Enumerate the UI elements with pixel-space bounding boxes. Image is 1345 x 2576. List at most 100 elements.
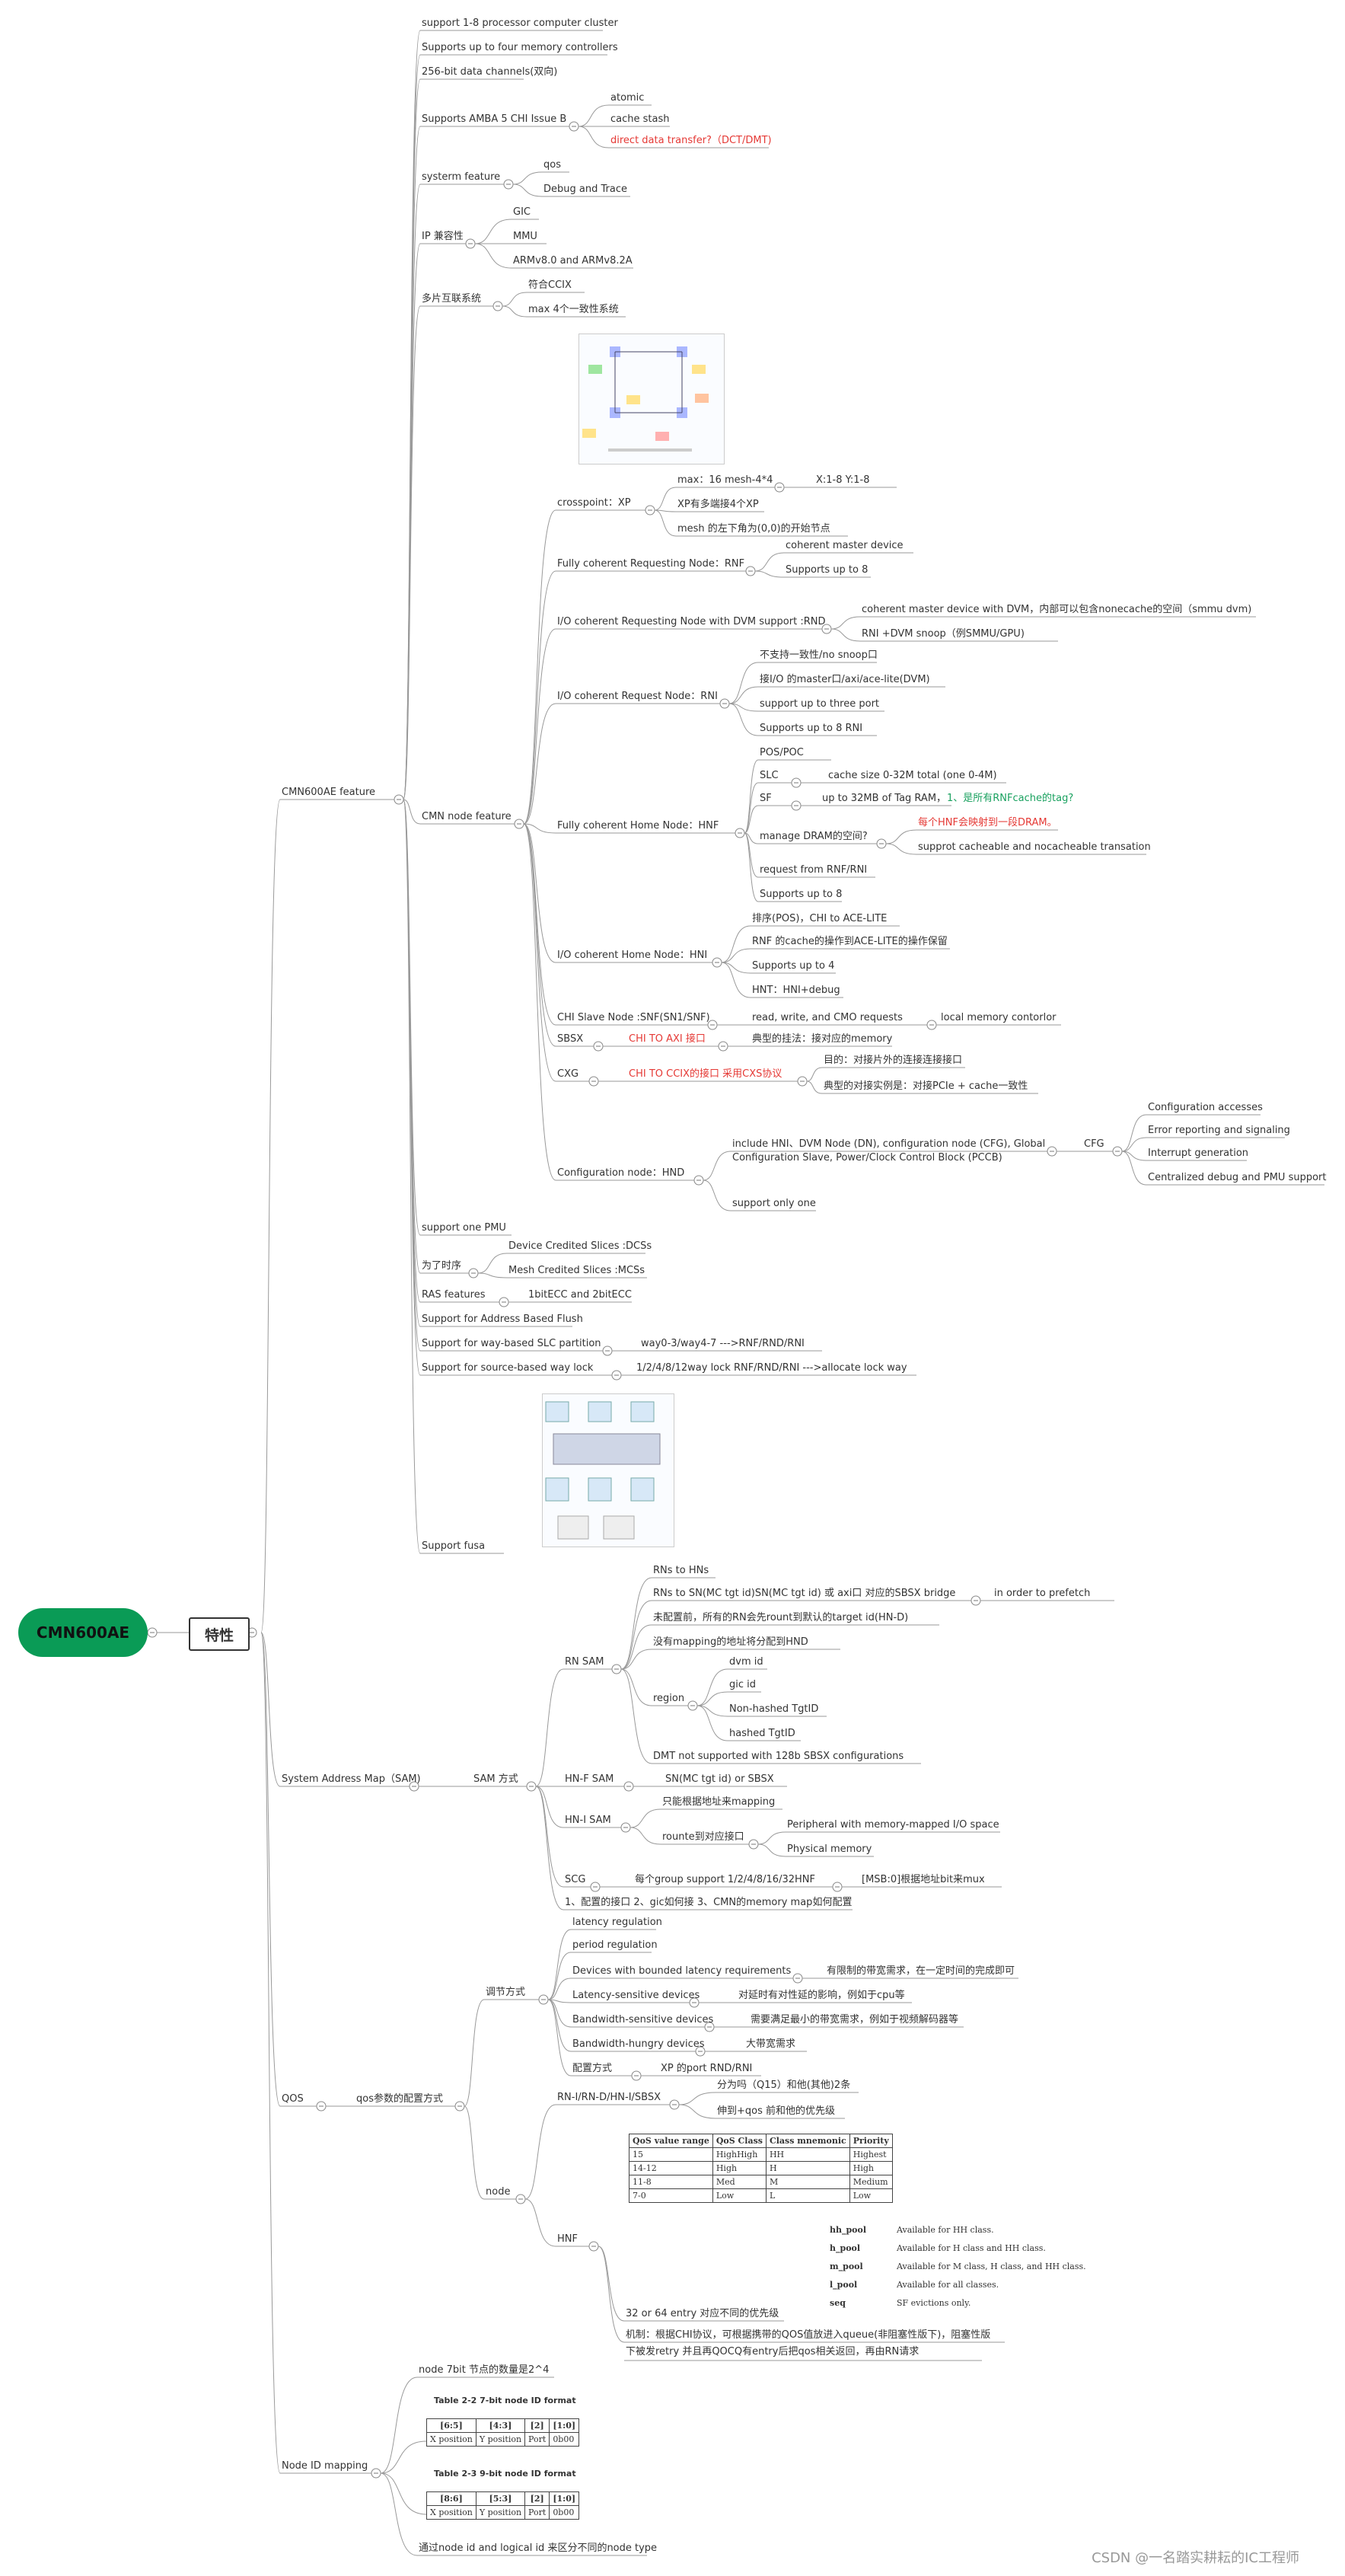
qos-cfg[interactable]: qos参数的配置方式 — [356, 2093, 443, 2105]
ip-gic[interactable]: GIC — [513, 206, 531, 218]
qos-reg-child[interactable]: 配置方式 — [572, 2063, 613, 2074]
feature-item[interactable]: IP 兼容性 — [422, 231, 464, 242]
nodeid-c2[interactable]: 通过node id and logical id 来区分不同的node type — [419, 2542, 658, 2554]
qos-hnf-c2[interactable]: 下被发retry 并且再QOCQ有entry后把qos相关返回，再由RN请求 — [626, 2346, 920, 2357]
hnd-c1[interactable]: include HNI、DVM Node (DN), configuration… — [732, 1138, 1046, 1150]
hni-child[interactable]: Supports up to 4 — [752, 960, 835, 972]
qos-reg-child[interactable]: Devices with bounded latency requirement… — [572, 1965, 792, 1977]
nodeid-c1[interactable]: node 7bit 节点的数量是2^4 — [419, 2364, 550, 2376]
qos-reg-child[interactable]: Latency-sensitive devices — [572, 1990, 700, 2001]
feature-item[interactable]: Supports AMBA 5 CHI Issue B — [422, 113, 567, 125]
qos-reg-cc0[interactable]: 有限制的带宽需求，在一定时间的完成即可 — [827, 1965, 1015, 1977]
xp-multi[interactable]: XP有多端接4个XP — [677, 499, 759, 510]
branch-node-id-mapping[interactable]: Node ID mapping — [282, 2460, 368, 2472]
qos-rn[interactable]: RN-I/RN-D/HN-I/SBSX — [557, 2092, 661, 2103]
hnd-cfg[interactable]: CFG — [1084, 1138, 1104, 1150]
feature-item[interactable]: systerm feature — [422, 171, 501, 183]
qos-reg-child[interactable]: latency regulation — [572, 1917, 662, 1928]
feature-tail-item[interactable]: Support for way-based SLC partition — [422, 1338, 601, 1349]
rni-c2[interactable]: support up to three port — [760, 698, 880, 710]
hnf-slc[interactable]: cache size 0-32M total (one 0-4M) — [828, 770, 997, 781]
cmn-node-feature[interactable]: CMN node feature — [422, 811, 512, 822]
sam-hni-cc1[interactable]: Physical memory — [787, 1843, 872, 1855]
sam-hni-c0[interactable]: 只能根据地址来mapping — [662, 1796, 776, 1808]
sam-rn-child[interactable]: region — [653, 1693, 685, 1704]
rnf-c1[interactable]: Supports up to 8 — [786, 564, 869, 576]
sam-scg-c[interactable]: 每个group support 1/2/4/8/16/32HNF — [635, 1874, 815, 1885]
xp-origin[interactable]: mesh 的左下角为(0,0)的开始节点 — [677, 523, 830, 535]
rni-c0[interactable]: 不支持一致性/no snoop口 — [760, 650, 878, 661]
sam-mode[interactable]: SAM 方式 — [473, 1773, 518, 1785]
rnd-c1[interactable]: RNI +DVM snoop（例SMMU/GPU) — [862, 628, 1025, 640]
sys-qos[interactable]: qos — [543, 159, 561, 171]
qos-reg-cc3[interactable]: 大带宽需求 — [746, 2038, 796, 2050]
sam-prefetch[interactable]: in order to prefetch — [994, 1588, 1091, 1599]
node-sn[interactable]: CHI Slave Node :SNF(SN1/SNF) — [557, 1012, 710, 1023]
qos-reg[interactable]: 调节方式 — [486, 1987, 526, 1998]
amba-cache-stash[interactable]: cache stash — [610, 113, 670, 125]
cfg-child[interactable]: Configuration accesses — [1148, 1102, 1263, 1113]
feature-tail-item[interactable]: 为了时序 — [422, 1260, 462, 1272]
amba-atomic[interactable]: atomic — [610, 92, 645, 104]
rnf-c0[interactable]: coherent master device — [786, 540, 904, 551]
amba-dct-dmt[interactable]: direct data transfer?（DCT/DMT) — [610, 135, 772, 146]
sam-rn-child[interactable]: RNs to SN(MC tgt id)SN(MC tgt id) 或 axi口… — [653, 1588, 956, 1599]
feature-item[interactable]: 256-bit data channels(双向) — [422, 66, 558, 78]
xp-xy[interactable]: X:1-8 Y:1-8 — [816, 474, 870, 486]
node-hnd[interactable]: Configuration node：HND — [557, 1167, 685, 1179]
node-cxg[interactable]: CXG — [557, 1068, 579, 1080]
sam-region-child[interactable]: dvm id — [729, 1656, 763, 1668]
ip-armv8[interactable]: ARMv8.0 and ARMv8.2A — [513, 255, 633, 267]
way-partition[interactable]: way0-3/way4-7 --->RNF/RND/RNI — [641, 1338, 805, 1349]
node-xp[interactable]: crosspoint：XP — [557, 497, 631, 509]
sam-rn-child[interactable]: 没有mapping的地址将分配到HND — [653, 1636, 808, 1648]
feature-tail-item[interactable]: RAS features — [422, 1289, 486, 1301]
node-rnd[interactable]: I/O coherent Requesting Node with DVM su… — [557, 616, 826, 627]
hnf-sf-note[interactable]: 1、是所有RNFcache的tag? — [947, 793, 1074, 804]
hni-child[interactable]: 排序(POS)，CHI to ACE-LITE — [752, 913, 888, 924]
sam-scg-cc[interactable]: [MSB:0]根据地址bit来mux — [862, 1874, 985, 1885]
rni-c3[interactable]: Supports up to 8 RNI — [760, 723, 863, 734]
feature-tail-item[interactable]: support one PMU — [422, 1222, 506, 1234]
qos-node[interactable]: node — [486, 2186, 511, 2198]
sam-scg[interactable]: SCG — [565, 1874, 586, 1885]
timing-dcs[interactable]: Device Credited Slices :DCSs — [508, 1240, 652, 1252]
sam-note[interactable]: 1、配置的接口 2、gic如何接 3、CMN的memory map如何配置 — [565, 1897, 853, 1908]
sam-rn-child[interactable]: 未配置前，所有的RN会先rount到默认的target id(HN-D) — [653, 1612, 909, 1623]
hnf-child[interactable]: SF — [760, 793, 772, 804]
feature-item[interactable]: support 1-8 processor computer cluster — [422, 18, 618, 29]
multi-ccix[interactable]: 符合CCIX — [528, 279, 572, 291]
node-hni[interactable]: I/O coherent Home Node：HNI — [557, 950, 708, 961]
node-rnf[interactable]: Fully coherent Requesting Node：RNF — [557, 558, 745, 570]
qos-hnf-c0[interactable]: 32 or 64 entry 对应不同的优先级 — [626, 2308, 779, 2319]
sam-hni[interactable]: HN-I SAM — [565, 1815, 611, 1826]
qos-reg-child[interactable]: Bandwidth-sensitive devices — [572, 2014, 714, 2025]
qos-rn-c0[interactable]: 分为吗（Q15）和他(其他)2条 — [717, 2080, 851, 2091]
qos-reg-cc4[interactable]: XP 的port RND/RNI — [661, 2063, 753, 2074]
hnf-child[interactable]: Supports up to 8 — [760, 889, 843, 900]
qos-reg-cc2[interactable]: 需要满足最小的带宽需求，例如于视频解码器等 — [751, 2014, 959, 2025]
hnd-c1b[interactable]: Configuration Slave, Power/Clock Control… — [732, 1152, 1002, 1164]
qos-reg-child[interactable]: period regulation — [572, 1939, 658, 1951]
cfg-child[interactable]: Interrupt generation — [1148, 1148, 1249, 1159]
branch-system-address-map[interactable]: System Address Map（SAM) — [282, 1773, 421, 1785]
feature-item[interactable]: Supports up to four memory controllers — [422, 42, 618, 53]
node-sbsx[interactable]: SBSX — [557, 1033, 584, 1045]
sam-rn[interactable]: RN SAM — [565, 1656, 604, 1668]
multi-max4[interactable]: max 4个一致性系统 — [528, 304, 619, 315]
sam-rn-child[interactable]: DMT not supported with 128b SBSX configu… — [653, 1751, 904, 1762]
sam-rn-child[interactable]: RNs to HNs — [653, 1565, 709, 1576]
feature-item[interactable]: 多片互联系统 — [422, 293, 482, 305]
node-rni[interactable]: I/O coherent Request Node：RNI — [557, 691, 718, 702]
qos-rn-c1[interactable]: 伸到+qos 前和他的优先级 — [717, 2105, 836, 2117]
branch-qos[interactable]: QOS — [282, 2093, 304, 2105]
rnd-c0[interactable]: coherent master device with DVM，内部可以包含no… — [862, 604, 1252, 615]
feature-tail-item[interactable]: Support for Address Based Flush — [422, 1314, 583, 1325]
timing-mcs[interactable]: Mesh Credited Slices :MCSs — [508, 1265, 645, 1276]
feature-tail-item[interactable]: Support for source-based way lock — [422, 1362, 594, 1374]
branch-cmn600ae-feature[interactable]: CMN600AE feature — [282, 787, 376, 798]
sam-hnf[interactable]: HN-F SAM — [565, 1773, 614, 1785]
cxg-c2-0[interactable]: 目的：对接片外的连接连接接口 — [824, 1055, 963, 1066]
sam-region-child[interactable]: hashed TgtID — [729, 1728, 795, 1739]
qos-hnf[interactable]: HNF — [557, 2233, 578, 2245]
